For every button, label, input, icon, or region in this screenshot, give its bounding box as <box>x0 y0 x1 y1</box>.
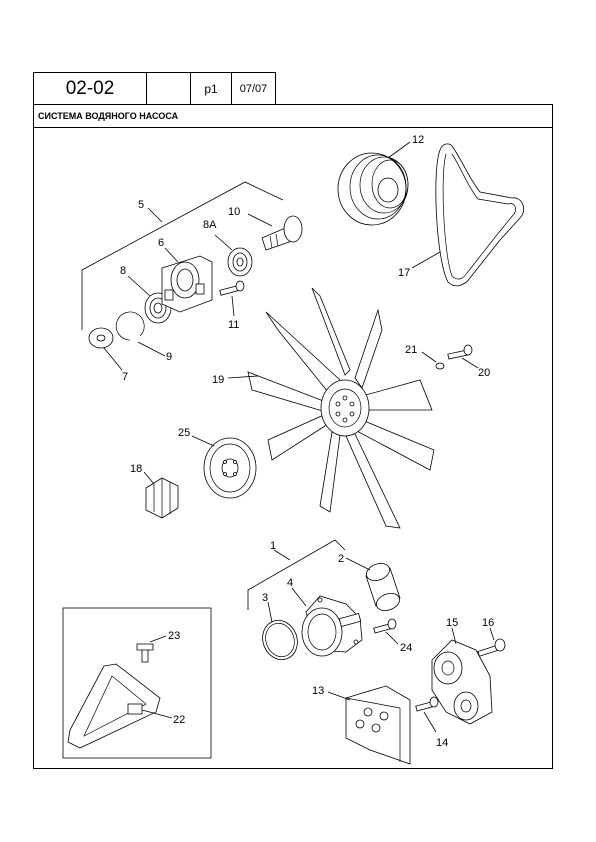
callout-20: 20 <box>478 367 490 379</box>
callout-2: 2 <box>338 553 344 565</box>
callout-18: 18 <box>130 463 142 475</box>
part-18-spacer <box>143 471 179 519</box>
callout-19: 19 <box>212 374 224 386</box>
callout-17: 17 <box>398 267 410 279</box>
callout-labels: 1 2 3 4 5 6 7 8 8A 9 10 11 12 13 14 15 1… <box>120 134 494 749</box>
callout-21: 21 <box>405 344 417 356</box>
part-17-belt <box>411 143 525 287</box>
callout-10: 10 <box>228 206 240 218</box>
callout-12: 12 <box>412 134 424 146</box>
callout-5: 5 <box>138 199 144 211</box>
part-9-snap-ring <box>115 311 166 357</box>
part-16-bolt <box>477 627 506 657</box>
callout-11: 11 <box>228 319 239 331</box>
part-21-washer <box>421 351 445 370</box>
part-8a-bearing <box>214 234 253 277</box>
part-2-sleeve <box>345 557 401 611</box>
part-23-bolt <box>136 635 167 663</box>
callout-22: 22 <box>173 714 185 726</box>
callout-4: 4 <box>287 577 293 589</box>
callout-6: 6 <box>158 237 164 249</box>
callout-16: 16 <box>482 617 494 629</box>
callout-9: 9 <box>166 351 172 363</box>
part-15-tensioner <box>431 627 493 725</box>
part-14-bolt <box>415 696 439 733</box>
part-11-bolt <box>219 280 245 317</box>
callout-15: 15 <box>446 617 458 629</box>
part-24-bolt <box>373 618 399 645</box>
part-13-plate <box>327 685 411 765</box>
part-25-pulley <box>191 435 257 499</box>
callout-7: 7 <box>122 371 128 383</box>
group-5-bracket <box>81 181 284 330</box>
callout-13: 13 <box>312 685 324 697</box>
part-12-pulley <box>337 141 411 226</box>
part-7-washer <box>88 327 123 371</box>
part-6-housing <box>161 247 213 313</box>
group-1-bracket <box>247 539 346 610</box>
callout-8: 8 <box>120 265 126 277</box>
callout-8a: 8A <box>203 219 217 231</box>
callout-25: 25 <box>178 427 190 439</box>
part-10-shaft <box>247 213 303 251</box>
callout-1: 1 <box>270 540 276 552</box>
callout-23: 23 <box>168 630 180 642</box>
part-19-fan <box>227 287 435 529</box>
part-3-o-ring <box>262 601 298 661</box>
part-20-bolt <box>447 344 479 369</box>
callout-14: 14 <box>436 737 448 749</box>
callout-3: 3 <box>262 592 268 604</box>
part-22-bracket <box>67 663 173 749</box>
drawing-frame <box>33 127 553 769</box>
callout-24: 24 <box>400 642 412 654</box>
part-4-water-pump <box>291 587 363 657</box>
